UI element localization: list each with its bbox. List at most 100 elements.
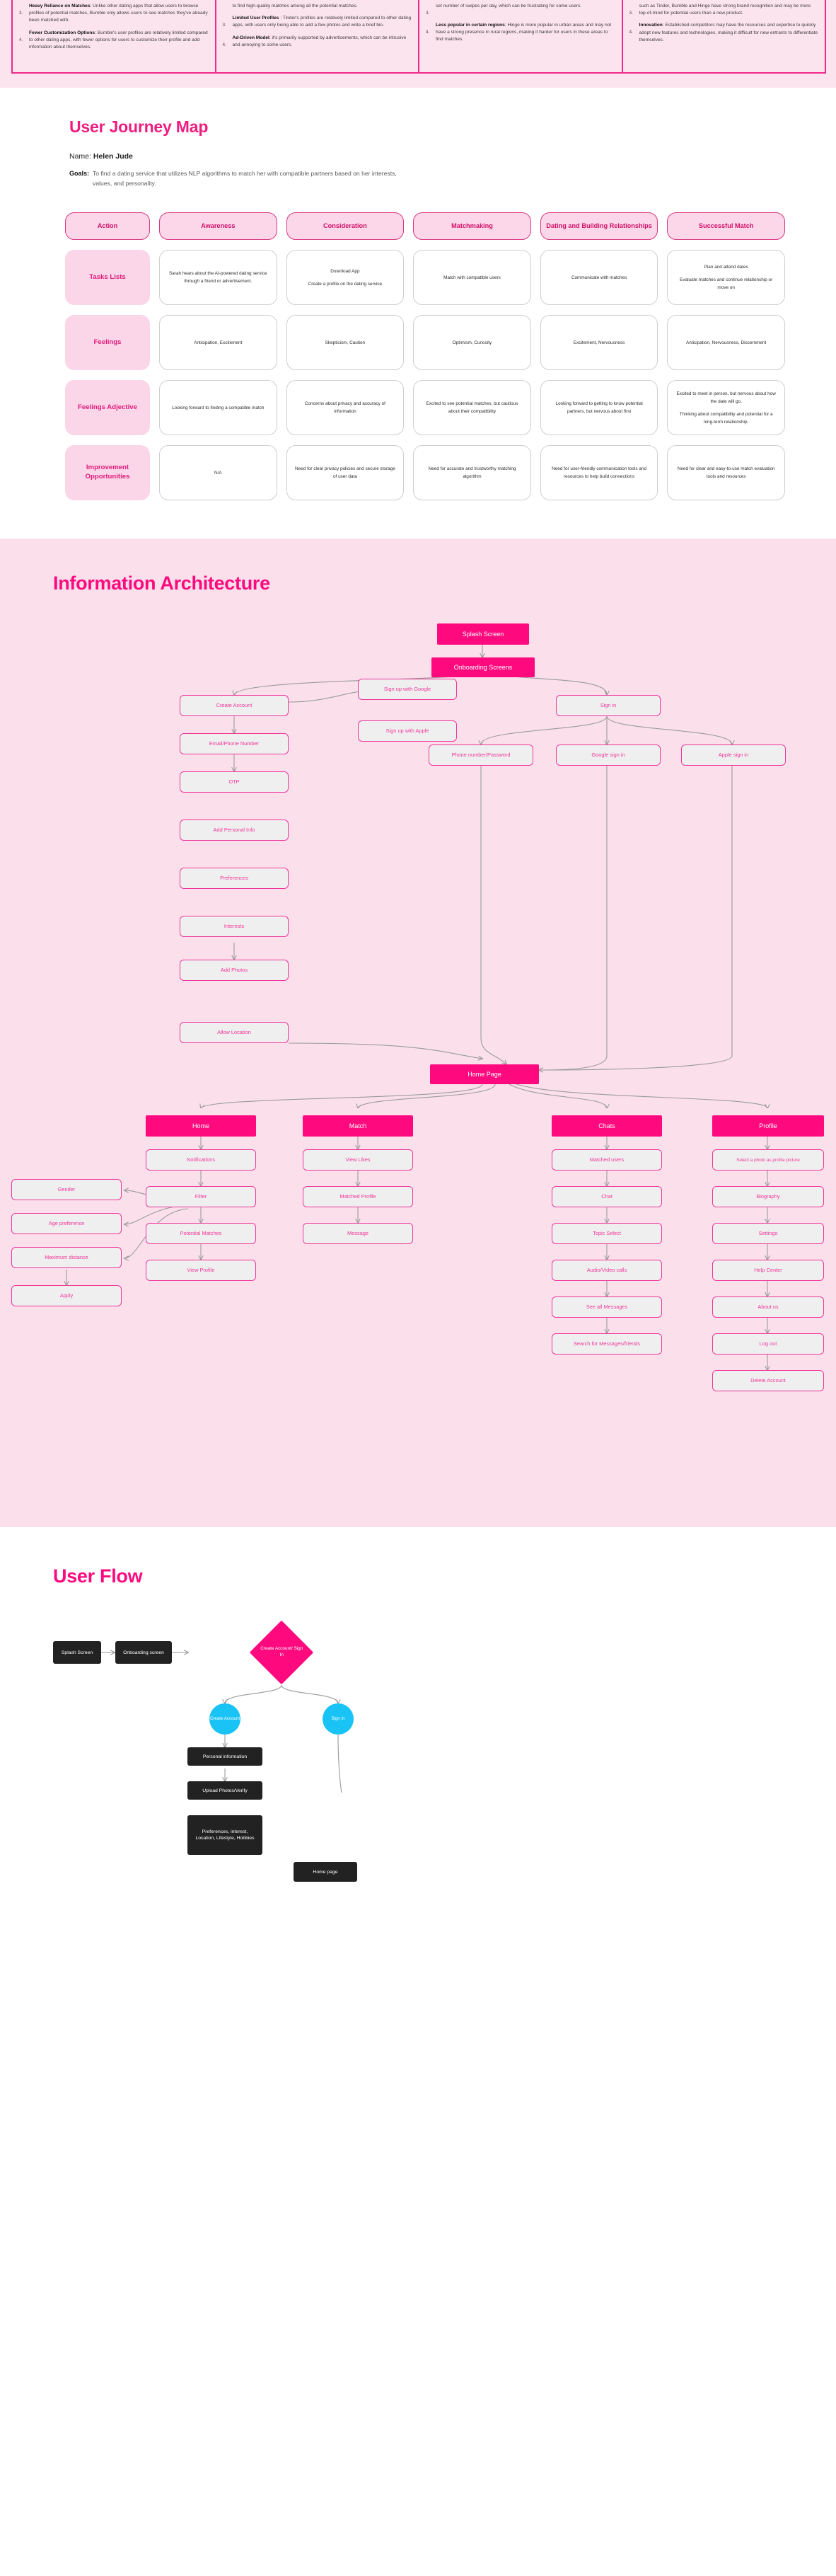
ia-node-age-preference[interactable]: Age preference bbox=[11, 1213, 122, 1235]
ia-node-home[interactable]: Home bbox=[146, 1115, 256, 1137]
journey-row-label: Tasks Lists bbox=[65, 250, 150, 306]
ia-node-settings[interactable]: Settings bbox=[712, 1223, 824, 1245]
cell-text: Thinking about compatibility and potenti… bbox=[679, 411, 773, 425]
cell-text: Create a profile on the dating service bbox=[308, 281, 383, 287]
ia-node-add-personal-info[interactable]: Add Personal Info bbox=[180, 820, 289, 841]
ia-node-delete-account[interactable]: Delete Account bbox=[712, 1370, 824, 1392]
list-number: 4. bbox=[222, 42, 226, 47]
ia-node-sign-in[interactable]: Sign in bbox=[556, 695, 661, 717]
ia-node-sign-up-with-apple[interactable]: Sign up with Apple bbox=[358, 720, 457, 742]
journey-cell: N/A bbox=[159, 445, 277, 501]
ia-node-search-messages-friends[interactable]: Search for Messages/friends bbox=[552, 1333, 662, 1355]
ia-node-gender[interactable]: Gender bbox=[11, 1179, 122, 1201]
flow-node-upload-photos-verify[interactable]: Upload Photos/Verify bbox=[187, 1781, 262, 1800]
ia-node-chats[interactable]: Chats bbox=[552, 1115, 662, 1137]
flow-node-create-account[interactable]: Create Account bbox=[209, 1703, 240, 1735]
cell-text: Need for clear privacy policies and secu… bbox=[295, 466, 395, 480]
persona-name-row: Name: Helen Jude bbox=[69, 152, 836, 161]
journey-cell: Looking forward to finding a compatible … bbox=[159, 380, 277, 436]
cell-text: Need for clear and easy-to-use match eva… bbox=[677, 466, 775, 480]
list-text: : Tinder's profiles are relatively limit… bbox=[232, 16, 412, 28]
ia-node-select-profile-picture[interactable]: Select a photo as profile picture bbox=[712, 1149, 824, 1171]
flow-node-label: Create Account/ Sign In bbox=[260, 1646, 303, 1658]
ia-node-sign-up-with-google[interactable]: Sign up with Google bbox=[358, 679, 457, 701]
ia-node-view-likes[interactable]: View Likes bbox=[303, 1149, 413, 1171]
competitor-column-bumble: 3. Heavy Reliance on Matches: Unlike oth… bbox=[13, 0, 216, 72]
ia-node-chat[interactable]: Chat bbox=[552, 1186, 662, 1208]
ia-node-home-page[interactable]: Home Page bbox=[430, 1064, 539, 1085]
flow-node-splash-screen[interactable]: Splash Screen bbox=[53, 1641, 101, 1664]
flow-node-create-account-sign-in[interactable]: Create Account/ Sign In bbox=[249, 1621, 314, 1685]
flow-node-personal-information[interactable]: Personal information bbox=[187, 1747, 262, 1766]
ia-node-maximum-distance[interactable]: Maximum distance bbox=[11, 1247, 122, 1269]
cell-text: N/A bbox=[214, 470, 222, 476]
ia-tabs-canvas: Home Notifications Filter Potential Matc… bbox=[0, 1103, 836, 1499]
ia-node-phone-number-password[interactable]: Phone number/Password bbox=[429, 744, 533, 766]
ia-node-help-center[interactable]: Help Center bbox=[712, 1260, 824, 1282]
page-title: User Journey Map bbox=[69, 117, 209, 136]
ia-node-create-account[interactable]: Create Account bbox=[180, 695, 289, 717]
cell-text: Download App bbox=[330, 268, 360, 274]
journey-stage-awareness: Awareness bbox=[159, 212, 277, 241]
competitor-column-tinder: to find high-quality matches among all t… bbox=[216, 0, 419, 72]
ia-node-audio-video-calls[interactable]: Audio/Video calls bbox=[552, 1260, 662, 1282]
list-text: : Unlike other dating apps that allow us… bbox=[29, 4, 208, 23]
ia-node-notifications[interactable]: Notifications bbox=[146, 1149, 256, 1171]
list-body: Innovation: Established competitors may … bbox=[639, 22, 819, 44]
ia-node-matched-profile[interactable]: Matched Profile bbox=[303, 1186, 413, 1208]
page-title: Information Architecture bbox=[53, 573, 270, 594]
cell-text: Excitement, Nervousness bbox=[573, 340, 625, 345]
ia-node-apply[interactable]: Apply bbox=[11, 1285, 122, 1307]
cell-text: Excited to see potential matches, but ca… bbox=[426, 401, 518, 415]
journey-row-feelings: Feelings Anticipation, Excitement Skepti… bbox=[65, 315, 785, 371]
ia-node-allow-location[interactable]: Allow Location bbox=[180, 1022, 289, 1044]
ia-node-google-sign-in[interactable]: Google sign in bbox=[556, 744, 661, 766]
journey-cell: Sarah hears about the AI-powered dating … bbox=[159, 250, 277, 306]
list-title: Ad-Driven Model bbox=[232, 35, 269, 40]
flow-node-preferences-interest[interactable]: Preferences, interest, Location, Lifesty… bbox=[187, 1815, 262, 1856]
ia-node-profile[interactable]: Profile bbox=[712, 1115, 824, 1137]
ia-node-email-phone-number[interactable]: Email/Phone Number bbox=[180, 733, 289, 755]
list-text: : it's primarily supported by advertisem… bbox=[232, 35, 407, 47]
ia-node-otp[interactable]: OTP bbox=[180, 771, 289, 793]
ia-node-see-all-messages[interactable]: See all Messages bbox=[552, 1296, 662, 1318]
cell-text: Anticipation, Nervousness, Discernment bbox=[686, 340, 767, 345]
journey-stage-dating-building-relationships: Dating and Building Relationships bbox=[540, 212, 658, 241]
ia-node-topic-select[interactable]: Topic Select bbox=[552, 1223, 662, 1245]
ia-node-view-profile[interactable]: View Profile bbox=[146, 1260, 256, 1282]
ia-node-apple-sign-in[interactable]: Apple sign in bbox=[681, 744, 786, 766]
ia-node-potential-matches[interactable]: Potential Matches bbox=[146, 1223, 256, 1245]
ia-node-biography[interactable]: Biography bbox=[712, 1186, 824, 1208]
ia-node-interests[interactable]: Interests bbox=[180, 916, 289, 938]
cell-text: Communicate with matches bbox=[571, 275, 627, 280]
competitor-list-item: 4. Fewer Customization Options: Bumble's… bbox=[19, 30, 209, 52]
flow-node-sign-in[interactable]: Sign In bbox=[323, 1703, 354, 1735]
journey-row-tasks-lists: Tasks Lists Sarah hears about the AI-pow… bbox=[65, 250, 785, 306]
ia-node-about-us[interactable]: About us bbox=[712, 1296, 824, 1318]
persona-goals-row: Goals: To find a dating service that uti… bbox=[69, 168, 836, 188]
ia-node-splash-screen[interactable]: Splash Screen bbox=[437, 623, 529, 645]
list-number: 4. bbox=[629, 30, 633, 35]
ia-node-onboarding-screens[interactable]: Onboarding Screens bbox=[431, 657, 535, 678]
flow-node-onboarding-screen[interactable]: Onboarding screen bbox=[115, 1641, 172, 1664]
ia-node-log-out[interactable]: Log out bbox=[712, 1333, 824, 1355]
ia-node-match[interactable]: Match bbox=[303, 1115, 413, 1137]
journey-cell: Skepticism, Caution bbox=[286, 315, 405, 371]
ia-node-message[interactable]: Message bbox=[303, 1223, 413, 1245]
competitor-analysis-section: 3. Heavy Reliance on Matches: Unlike oth… bbox=[0, 0, 836, 88]
journey-cell: Looking forward to getting to know poten… bbox=[540, 380, 658, 436]
journey-stage-successful-match: Successful Match bbox=[667, 212, 785, 241]
list-number bbox=[223, 3, 228, 10]
journey-cell: Optimism, Curiosity bbox=[413, 315, 531, 371]
ia-node-preferences[interactable]: Preferences bbox=[180, 868, 289, 890]
ia-node-filter[interactable]: Filter bbox=[146, 1186, 256, 1208]
list-text: to find high-quality matches among all t… bbox=[232, 4, 358, 8]
flow-node-home-page[interactable]: Home page bbox=[294, 1862, 357, 1882]
information-architecture-section: Information Architecture bbox=[0, 539, 836, 1528]
ia-node-matched-users[interactable]: Matched users bbox=[552, 1149, 662, 1171]
cell-text: Need for user-friendly communication too… bbox=[552, 466, 647, 480]
journey-cell: Excited to meet in person, but nervous a… bbox=[667, 380, 785, 436]
user-flow-section: User Flow Splash Screen Onboarding scre bbox=[0, 1527, 836, 1882]
ia-node-add-photos[interactable]: Add Photos bbox=[180, 960, 289, 982]
